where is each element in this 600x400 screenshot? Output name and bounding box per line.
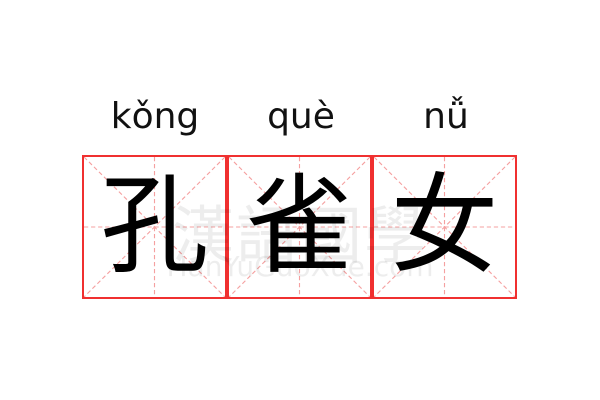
character-box-1: 孔 — [82, 155, 227, 299]
character-box-3: 女 — [372, 155, 517, 299]
pinyin-2: què — [267, 96, 335, 137]
watermark-chinese: 漢語國學 — [171, 199, 428, 272]
grid-guides — [84, 157, 225, 297]
character-3: 女 — [390, 164, 499, 289]
character-box-2: 雀 — [227, 155, 372, 299]
character-1: 孔 — [100, 164, 209, 289]
character-2: 雀 — [245, 164, 354, 289]
pinyin-3: nǚ — [423, 96, 469, 137]
grid-guides — [374, 157, 515, 297]
pinyin-1: kǒng — [110, 96, 200, 137]
watermark-latin: HanYuGuoXue.com — [166, 250, 434, 283]
grid-guides — [229, 157, 370, 297]
